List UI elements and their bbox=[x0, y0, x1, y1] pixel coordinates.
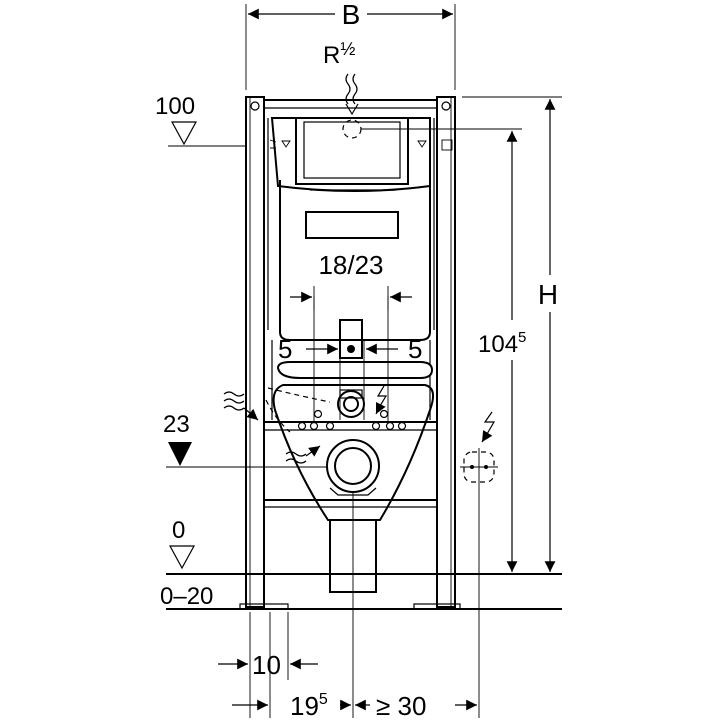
drain-connector bbox=[326, 439, 380, 496]
flush-plate-opening bbox=[305, 189, 399, 239]
water-wave-icon-left bbox=[223, 391, 259, 421]
flush-volume-label: 18/23 bbox=[318, 250, 383, 280]
cistern-top bbox=[269, 117, 453, 192]
dimension-19: 195 bbox=[232, 691, 351, 720]
spacing-left-label: 5 bbox=[278, 334, 292, 364]
frame-left-post bbox=[245, 96, 265, 608]
height-label: H bbox=[538, 279, 558, 310]
dimension-width: B bbox=[245, 0, 456, 90]
frame-lower-rail bbox=[264, 499, 437, 508]
electric-icon-right bbox=[481, 411, 496, 443]
floor-lines bbox=[166, 573, 562, 610]
frame-right-post bbox=[436, 96, 456, 608]
dim-30-label: ≥ 30 bbox=[376, 691, 426, 720]
bottom-extension-lines bbox=[249, 486, 480, 718]
thread-label: R½ bbox=[323, 39, 355, 69]
water-supply-icon bbox=[342, 73, 522, 139]
level-0-label: 0 bbox=[172, 517, 185, 544]
level-23-label: 23 bbox=[163, 411, 190, 438]
flush-volume-group: 18/23 bbox=[290, 250, 412, 310]
dimension-30: ≥ 30 bbox=[355, 691, 477, 720]
dim-19-label: 195 bbox=[290, 691, 328, 720]
cistern-body bbox=[267, 118, 435, 420]
fixing-holes bbox=[297, 409, 407, 431]
power-socket bbox=[460, 448, 498, 486]
support-bolts bbox=[313, 296, 389, 422]
frame-top-rail bbox=[264, 99, 437, 109]
water-inlet-connector bbox=[337, 389, 365, 418]
water-wave-icon-drain bbox=[285, 445, 321, 464]
dimension-height: H bbox=[462, 96, 562, 572]
frame-feet bbox=[239, 530, 461, 610]
toilet-seat bbox=[276, 361, 434, 379]
width-label: B bbox=[342, 0, 361, 30]
height-104-label: 1045 bbox=[478, 329, 526, 358]
level-marker-23: 23 bbox=[163, 411, 328, 468]
level-marker-100: 100 bbox=[155, 93, 246, 147]
level-marker-0: 0 0–20 bbox=[160, 517, 213, 610]
spacing-group: 5 5 bbox=[278, 334, 422, 364]
dim-10-label: 10 bbox=[252, 650, 281, 680]
floor-range-label: 0–20 bbox=[160, 583, 213, 610]
dimension-104: 1045 bbox=[478, 131, 526, 572]
dimension-10: 10 bbox=[218, 650, 318, 680]
spacing-right-label: 5 bbox=[408, 334, 422, 364]
level-100-label: 100 bbox=[155, 93, 195, 120]
flush-pipe bbox=[339, 319, 363, 359]
electric-icon-center bbox=[375, 385, 388, 415]
frame-mid-rail bbox=[264, 421, 437, 431]
supply-hose bbox=[265, 387, 331, 433]
